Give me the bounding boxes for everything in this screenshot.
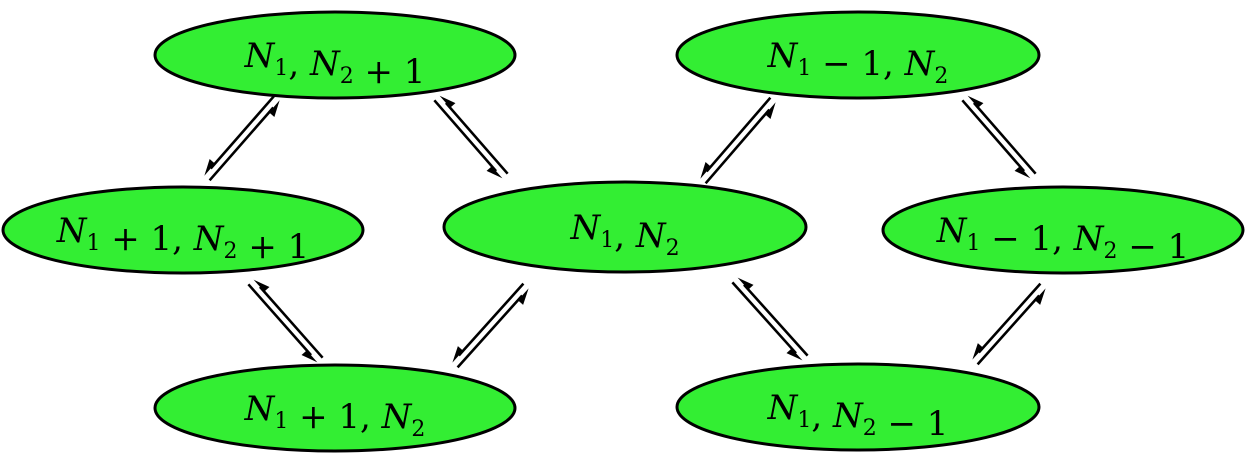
state-node-label: N1 − 1, N2 − 1 xyxy=(936,211,1190,267)
forward-arrow-line xyxy=(976,294,1041,366)
backward-arrow-head xyxy=(517,288,529,305)
state-node-label: N1 + 1, N2 + 1 xyxy=(56,211,310,267)
reversible-arrow-bottom-left-center xyxy=(452,282,529,369)
backward-arrow-head xyxy=(972,343,984,360)
state-node-ellipse xyxy=(153,10,517,100)
reversible-arrow-bottom-right-mid-far-right xyxy=(972,282,1046,366)
backward-arrow-line xyxy=(456,294,524,369)
forward-arrow-line xyxy=(457,282,525,357)
state-node-label: N1, N2 xyxy=(569,208,679,261)
forward-arrow-head xyxy=(786,348,803,361)
backward-arrow-head xyxy=(439,95,456,108)
state-node-center: N1, N2 xyxy=(442,180,808,274)
forward-arrow-head xyxy=(204,159,215,176)
state-node-ellipse xyxy=(153,363,517,453)
forward-arrow-head xyxy=(1034,288,1046,305)
reversible-arrow-center-top-right xyxy=(700,96,776,185)
state-node-label: N1, N2 − 1 xyxy=(767,388,949,444)
state-node-label: N1 − 1, N2 xyxy=(767,36,949,89)
edges-layer xyxy=(204,94,1046,369)
backward-arrow-head xyxy=(737,277,754,290)
state-node-ellipse xyxy=(442,180,808,274)
backward-arrow-line xyxy=(743,283,809,357)
backward-arrow-head xyxy=(967,95,984,108)
state-node-top-right: N1 − 1, N2 xyxy=(675,10,1041,100)
backward-arrow-line xyxy=(972,102,1037,175)
state-node-ellipse xyxy=(675,10,1041,100)
forward-arrow-line xyxy=(209,94,276,170)
nodes-layer: N1, N2 + 1 N1 + 1, N2 + 1 N1, N2 N1 + 1, N2… xyxy=(1,10,1245,453)
forward-arrow-head xyxy=(301,350,318,363)
backward-arrow-head xyxy=(700,162,711,179)
state-node-ellipse xyxy=(1,185,365,275)
reversible-arrow-center-bottom-right xyxy=(731,277,809,361)
state-node-top-left: N1, N2 + 1 xyxy=(153,10,517,100)
reversible-arrow-top-right-mid-far-right xyxy=(961,95,1037,179)
forward-arrow-line xyxy=(704,108,771,185)
state-node-ellipse xyxy=(881,185,1245,275)
reversible-arrow-top-left-mid-far-left xyxy=(204,94,280,182)
backward-arrow-head xyxy=(269,100,280,117)
state-node-label: N1 + 1, N2 xyxy=(244,389,426,442)
backward-arrow-head xyxy=(253,279,270,292)
reversible-arrow-top-left-center xyxy=(433,95,509,179)
backward-arrow-line xyxy=(259,286,324,359)
state-node-bottom-right: N1, N2 − 1 xyxy=(675,362,1041,452)
state-node-bottom-left: N1 + 1, N2 xyxy=(153,363,517,453)
forward-arrow-line xyxy=(731,281,797,355)
backward-arrow-line xyxy=(977,282,1042,354)
state-node-label: N1, N2 + 1 xyxy=(244,36,426,92)
forward-arrow-head xyxy=(1014,166,1031,179)
backward-arrow-line xyxy=(444,102,509,175)
forward-arrow-head xyxy=(452,346,464,363)
forward-arrow-head xyxy=(765,102,776,119)
state-node-ellipse xyxy=(675,362,1041,452)
forward-arrow-line xyxy=(961,99,1026,172)
backward-arrow-line xyxy=(208,106,275,182)
forward-arrow-head xyxy=(486,166,503,179)
backward-arrow-line xyxy=(705,96,772,173)
forward-arrow-line xyxy=(433,99,498,172)
forward-arrow-line xyxy=(247,283,312,356)
reversible-arrow-mid-far-left-bottom-left xyxy=(247,279,324,363)
state-node-mid-far-left: N1 + 1, N2 + 1 xyxy=(1,185,365,275)
state-node-mid-far-right: N1 − 1, N2 − 1 xyxy=(881,185,1245,275)
